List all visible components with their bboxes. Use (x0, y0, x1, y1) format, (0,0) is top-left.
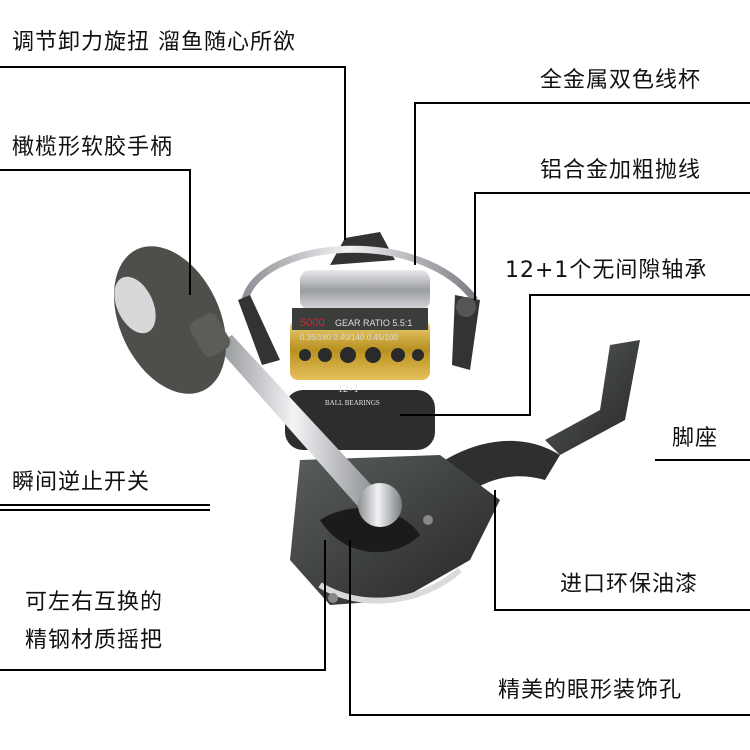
grip-cap (114, 276, 156, 334)
model-number: 5000 (300, 317, 324, 329)
gear-ratio: GEAR RATIO 5.5:1 (335, 318, 412, 328)
body-trim (318, 567, 462, 604)
line-capacity: 0.35/180 0.40/140 0.45/100 (300, 333, 398, 342)
bail-wire (241, 245, 478, 303)
label-holes: 精美的眼形装饰孔 (498, 678, 683, 703)
label-foot: 脚座 (672, 426, 719, 451)
bearing-badge-text: BALL BEARINGS (325, 399, 380, 407)
label-handle-line1: 可左右互换的 (25, 590, 164, 615)
spool-gold-band (290, 320, 430, 380)
label-paint: 进口环保油漆 (560, 572, 699, 597)
label-handle-grip: 橄榄形软胶手柄 (12, 135, 174, 160)
grip-neck (189, 313, 231, 357)
label-handle-line2: 精钢材质摇把 (25, 628, 164, 653)
bearing-badge-number: 12+1 (338, 384, 359, 395)
label-spool: 全金属双色线杯 (540, 68, 702, 93)
label-bearings: 12+1个无间隙轴承 (505, 258, 708, 283)
grip-knob (113, 246, 227, 394)
reel-foot (545, 340, 640, 455)
crank-arm (215, 335, 390, 520)
spool-silver (300, 270, 430, 310)
line-roller (456, 297, 476, 317)
spool-dark-band (292, 308, 428, 330)
label-anti-reverse: 瞬间逆止开关 (12, 470, 151, 495)
bail-arm-left (238, 295, 280, 365)
crank-hub (358, 483, 402, 527)
label-drag-knob: 调节卸力旋扭 溜鱼随心所欲 (12, 30, 296, 55)
label-bail: 铝合金加粗抛线 (540, 158, 702, 183)
